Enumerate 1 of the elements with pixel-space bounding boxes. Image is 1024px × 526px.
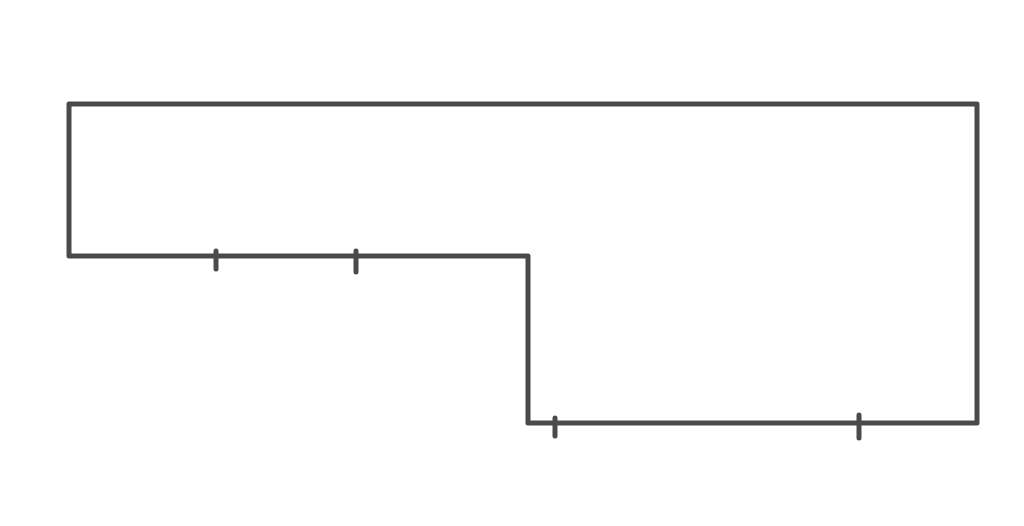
floor-plan-outline: [66, 101, 980, 441]
